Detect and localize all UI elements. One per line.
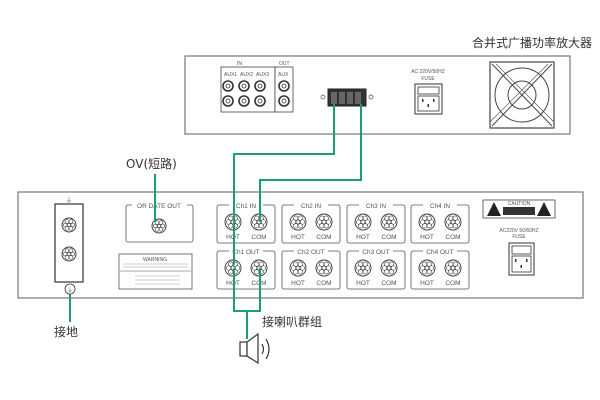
channel-2-out-hot-jack[interactable]: [289, 259, 307, 277]
ground-terminal-block[interactable]: [54, 203, 84, 283]
channel-4-in-label: Ch4 IN: [430, 203, 451, 210]
ground-jack-2[interactable]: [61, 246, 77, 262]
top-power-label: AC 220V/50HZ: [411, 69, 445, 75]
ov-short-label: OV(短路): [126, 156, 177, 171]
channel-3-in-com-jack[interactable]: [380, 213, 398, 231]
channel-4-in-block: Ch4 IN HOT COM: [410, 201, 470, 244]
or-date-out-label: OR DATE OUT: [137, 203, 181, 210]
hot-label: HOT: [420, 234, 434, 241]
rca-jack-bottom-1[interactable]: [222, 95, 234, 107]
bottom-power-label: AC220V 50/60HZ: [499, 228, 538, 234]
speaker-group-label: 接喇叭群组: [262, 314, 322, 329]
wire-ch1-in-hot: [233, 104, 335, 265]
channel-2-in-label: Ch2 IN: [301, 203, 322, 210]
channel-4-in-com-jack[interactable]: [444, 213, 462, 231]
com-label: COM: [445, 280, 460, 287]
top-power-inlet[interactable]: [414, 83, 443, 115]
bottom-power-inlet[interactable]: [508, 242, 535, 276]
bottom-fuse-label: FUSE: [512, 234, 526, 240]
warning-label: WARNING: [118, 253, 193, 290]
warning-title: WARNING: [143, 257, 167, 263]
rca-jack-bottom-3[interactable]: [254, 95, 266, 107]
rca-jack-top-2[interactable]: [238, 80, 250, 92]
channel-3-in-hot-jack[interactable]: [354, 213, 372, 231]
com-label: COM: [251, 234, 266, 241]
com-label: COM: [381, 234, 396, 241]
wire-ch1-in-com: [259, 104, 362, 222]
hot-label: HOT: [420, 280, 434, 287]
channel-4-out-label: Ch4 OUT: [426, 249, 453, 256]
rca-jacks: [222, 80, 290, 107]
ground-jacks: [61, 217, 77, 262]
com-label: COM: [316, 280, 331, 287]
ground-symbol-top: ⏚: [66, 196, 73, 204]
channel-2-out-block: Ch2 OUT HOT COM: [281, 247, 341, 290]
com-label: COM: [316, 234, 331, 241]
channel-1-out-label: Ch1 OUT: [232, 249, 259, 256]
channel-3-out-hot-jack[interactable]: [354, 259, 372, 277]
rca-jack-top-1[interactable]: [222, 80, 234, 92]
channel-2-in-block: Ch2 IN HOT COM: [281, 201, 341, 244]
hot-label: HOT: [291, 234, 305, 241]
rca-jack-top-3[interactable]: [254, 80, 266, 92]
channel-4-in-hot-jack[interactable]: [418, 213, 436, 231]
aux3-label: AUX3: [256, 72, 269, 78]
channel-4-out-com-jack[interactable]: [444, 259, 462, 277]
or-date-out-connector[interactable]: [151, 218, 167, 234]
hot-label: HOT: [356, 234, 370, 241]
top-fuse-label: FUSE: [421, 76, 435, 82]
hot-label: HOT: [291, 280, 305, 287]
rca-jack-bottom-4[interactable]: [278, 95, 290, 107]
channel-2-in-com-jack[interactable]: [315, 213, 333, 231]
channel-2-out-label: Ch2 OUT: [297, 249, 324, 256]
aux-out-label: AUX: [278, 72, 289, 78]
channel-2-out-com-jack[interactable]: [315, 259, 333, 277]
speaker-icon: [239, 332, 270, 365]
diagram-title: 合并式广播功率放大器: [472, 35, 592, 50]
or-date-out-jack[interactable]: [151, 218, 167, 234]
aux2-label: AUX2: [240, 72, 253, 78]
caution-title: CAUTION: [508, 201, 531, 207]
channel-4-out-hot-jack[interactable]: [418, 259, 436, 277]
channel-3-out-com-jack[interactable]: [380, 259, 398, 277]
wiring: [69, 104, 362, 339]
ground-label: 接地: [54, 324, 78, 339]
top-amplifier-unit: IN OUT AUX1 AUX2 AUX3 AUX AC 220V/50HZ F…: [184, 55, 571, 135]
hot-label: HOT: [356, 280, 370, 287]
channel-1-in-label: Ch1 IN: [236, 203, 257, 210]
speaker-terminal-block[interactable]: [320, 88, 374, 107]
channel-4-out-block: Ch4 OUT HOT COM: [410, 247, 470, 290]
rca-jack-top-4[interactable]: [278, 80, 290, 92]
com-label: COM: [445, 234, 460, 241]
channel-3-out-block: Ch3 OUT HOT COM: [346, 247, 406, 290]
aux1-label: AUX1: [224, 72, 237, 78]
earth-icon: ⏚: [67, 286, 74, 294]
cooling-fan-icon: [489, 61, 555, 129]
ground-jack-1[interactable]: [61, 217, 77, 233]
caution-label: CAUTION: [482, 199, 556, 219]
channel-2-in-hot-jack[interactable]: [289, 213, 307, 231]
out-label: OUT: [279, 61, 290, 67]
in-label: IN: [237, 61, 242, 67]
channel-3-out-label: Ch3 OUT: [362, 249, 389, 256]
channel-3-in-block: Ch3 IN HOT COM: [346, 201, 406, 244]
com-label: COM: [381, 280, 396, 287]
rca-jack-bottom-2[interactable]: [238, 95, 250, 107]
channel-3-in-label: Ch3 IN: [366, 203, 387, 210]
